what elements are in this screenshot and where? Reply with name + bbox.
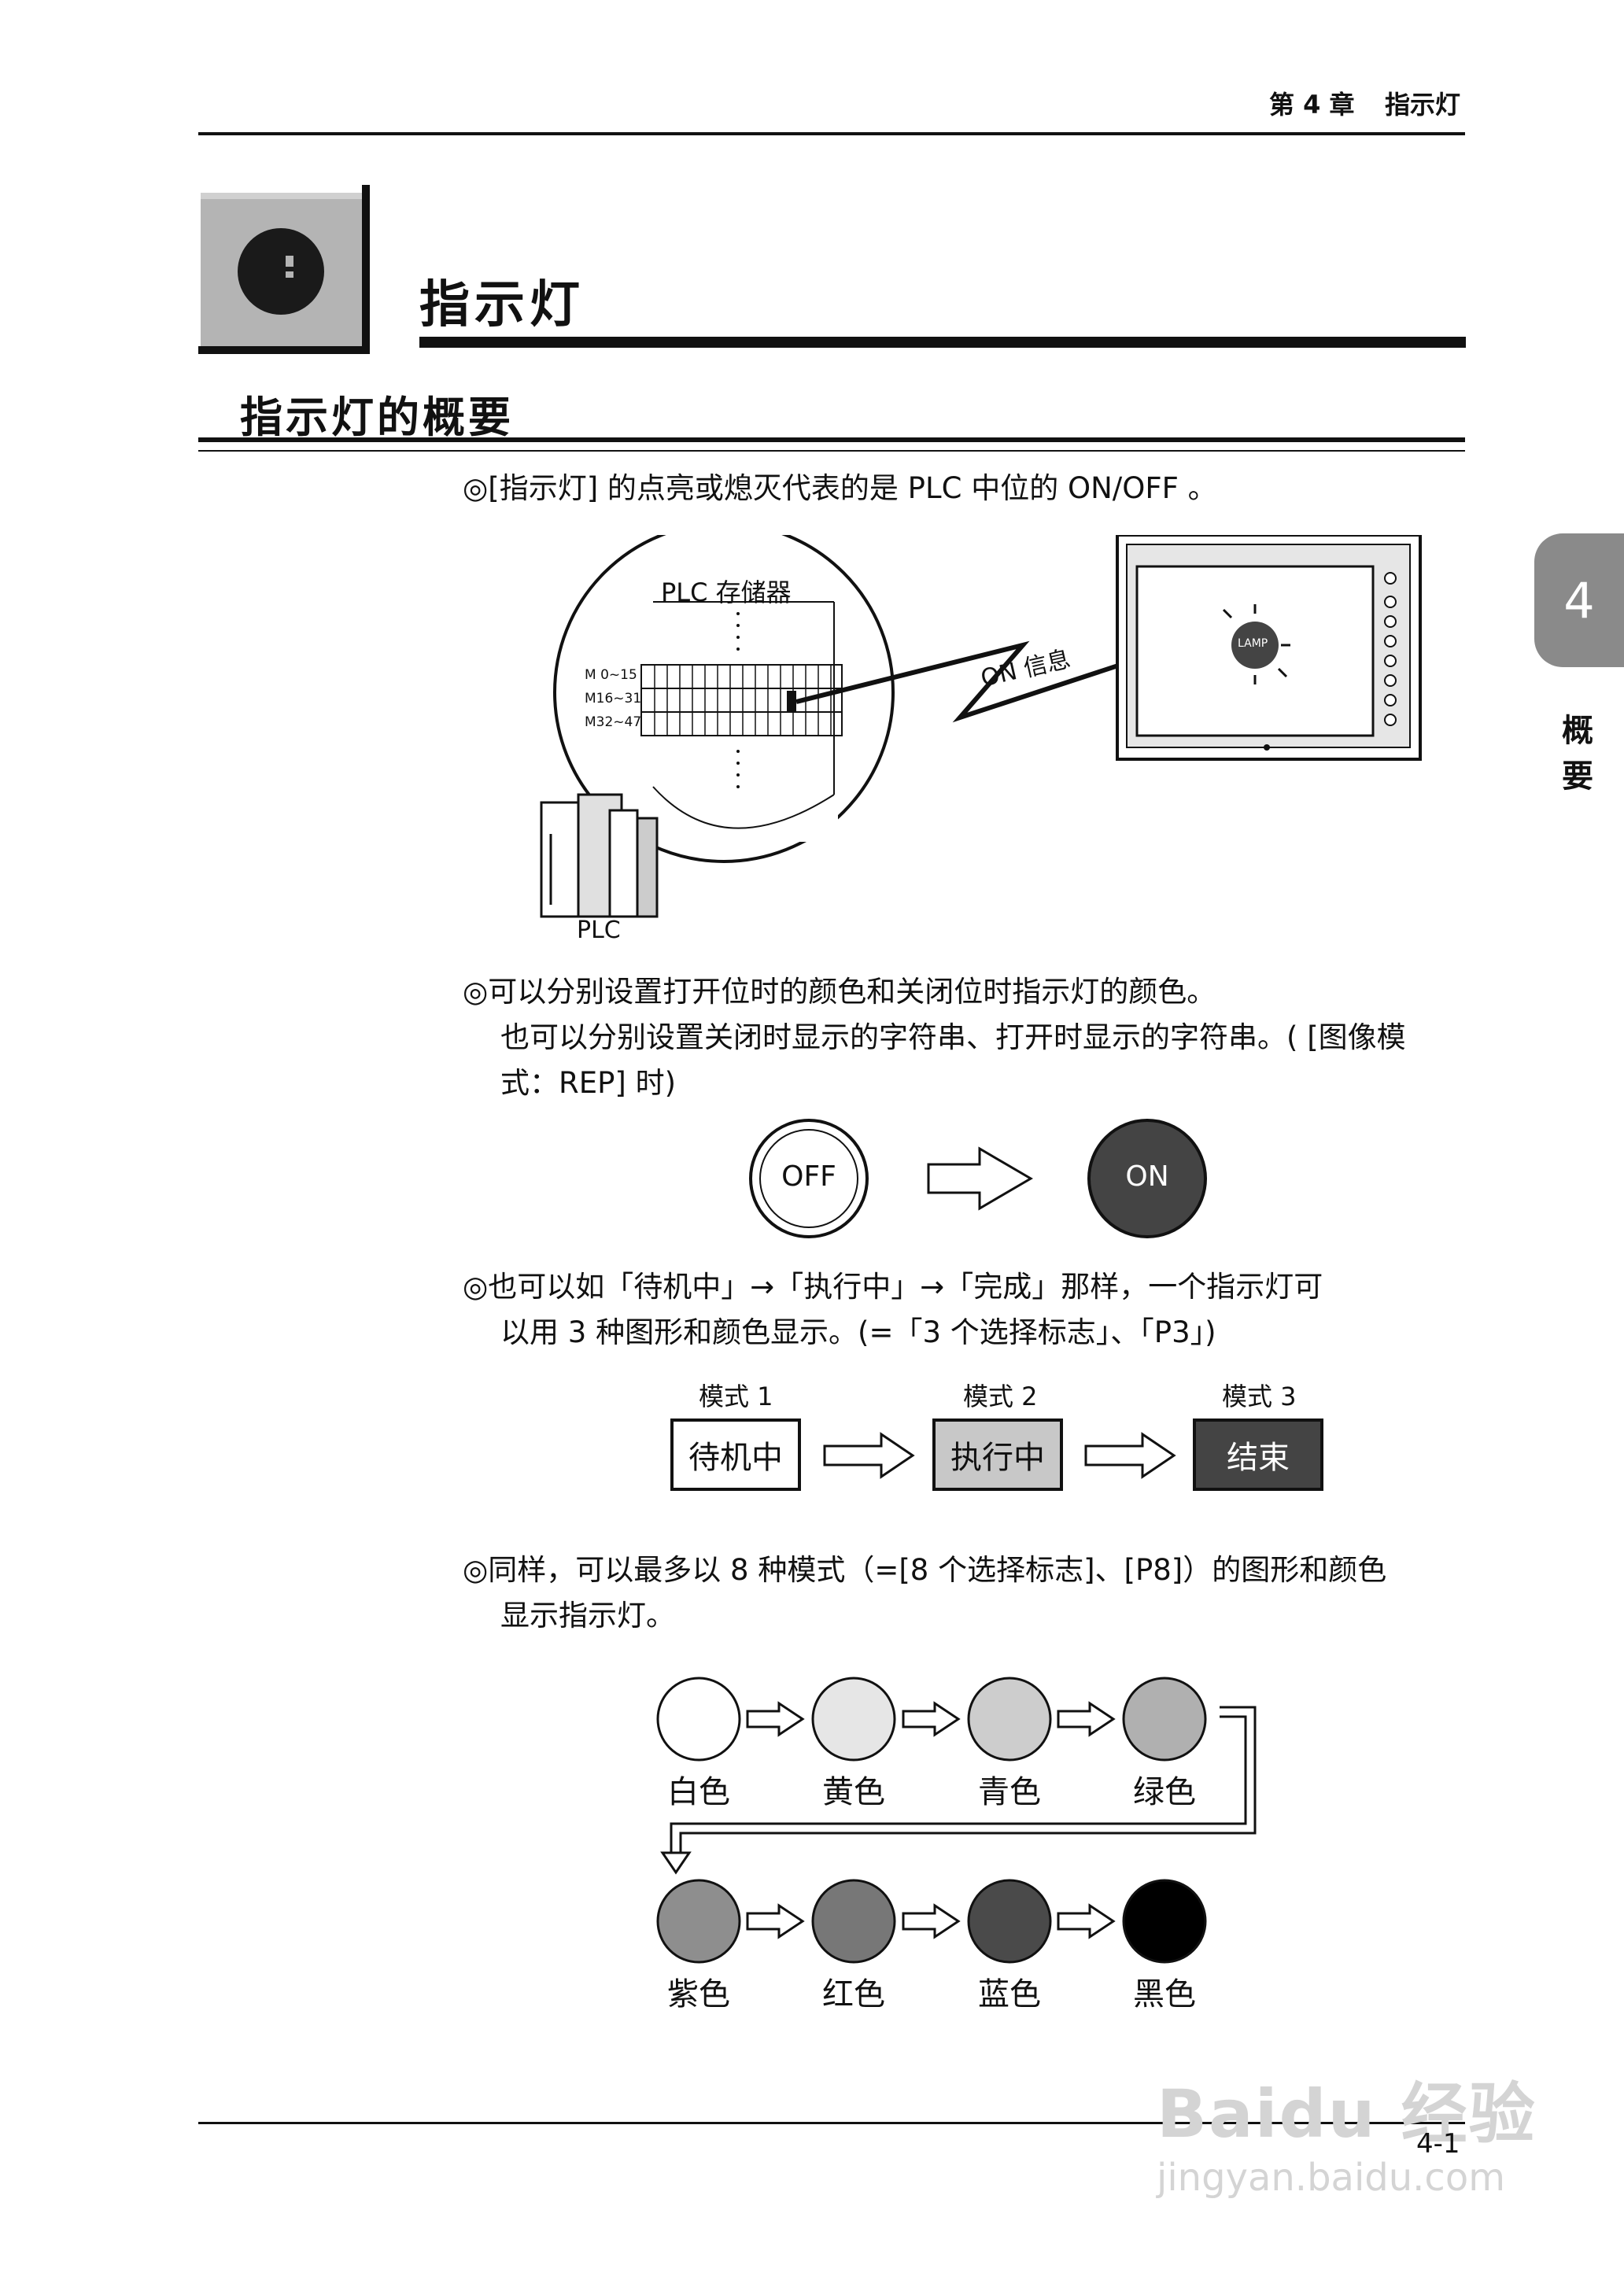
mode-label: 模式 1: [699, 1382, 773, 1411]
lamp-label: LAMP: [1238, 637, 1268, 650]
color-label: 青色: [978, 1774, 1041, 1810]
plc-label: PLC: [577, 917, 621, 944]
plc-lamp-diagram: PLC 存储器 M 0~15 M16~31 M32~47 PLC ON 信息 L…: [519, 522, 1424, 952]
color-swatch: [811, 1677, 896, 1762]
footer-rule: [198, 2122, 1465, 2124]
color-swatch: [967, 1677, 1052, 1762]
color-label: 黑色: [1133, 1976, 1196, 2012]
color-label: 绿色: [1133, 1774, 1196, 1810]
color-swatch: [1122, 1879, 1207, 1964]
memory-row-label: M32~47: [585, 714, 642, 730]
color-label: 白色: [667, 1774, 730, 1810]
chapter-tab: 4: [1534, 533, 1624, 667]
chapter-title-rule: [419, 337, 1466, 348]
section-rule-thin: [198, 450, 1465, 452]
paragraph-4: ◎同样，可以最多以 8 种模式（=[8 个选择标志]、[P8]）的图形和颜色 显…: [463, 1553, 1387, 1632]
mode-label: 模式 3: [1222, 1382, 1297, 1411]
section-title: 指示灯的概要: [240, 393, 514, 442]
header-section: 指示灯: [1385, 90, 1461, 120]
paragraph-1: ◎[指示灯] 的点亮或熄灭代表的是 PLC 中位的 ON/OFF 。: [463, 471, 1217, 505]
plc-unit: [540, 793, 659, 918]
section-rule: [198, 437, 1465, 442]
header-rule: [198, 132, 1465, 135]
mode-box-done: 结束: [1193, 1419, 1323, 1491]
color-label: 紫色: [667, 1976, 730, 2012]
chapter-title: 指示灯: [419, 276, 585, 334]
watermark-url: jingyan.baidu.com: [1157, 2156, 1505, 2200]
color-swatch: [967, 1879, 1052, 1964]
icon-highlight: [201, 193, 362, 199]
off-label: OFF: [781, 1160, 836, 1193]
hmi-panel: [1116, 533, 1422, 761]
color-label: 黄色: [822, 1774, 885, 1810]
color-swatch: [1122, 1677, 1207, 1762]
color-label: 红色: [822, 1976, 885, 2012]
memory-row-label: M 0~15: [585, 667, 637, 683]
arrow-icon: [1083, 1432, 1178, 1482]
color-swatch: [656, 1677, 741, 1762]
page-number: 4-1: [1416, 2128, 1460, 2160]
chapter-tab-label: 概 要: [1562, 713, 1593, 795]
mode-box-standby: 待机中: [670, 1419, 801, 1491]
memory-row-label: M16~31: [585, 691, 642, 706]
mode-box-running: 执行中: [932, 1419, 1063, 1491]
mode-label: 模式 2: [963, 1382, 1038, 1411]
color-swatch: [811, 1879, 896, 1964]
icon-shadow: [198, 346, 370, 354]
on-label: ON: [1125, 1160, 1169, 1193]
arrow-icon: [822, 1432, 917, 1482]
header-chapter: 第 4 章: [1269, 90, 1355, 120]
lamp-chapter-icon: [201, 193, 362, 346]
color-sequence-diagram: [653, 1676, 1283, 2014]
color-swatch: [656, 1879, 741, 1964]
paragraph-2: ◎可以分别设置打开位时的颜色和关闭位时指示灯的颜色。 也可以分别设置关闭时显示的…: [463, 975, 1406, 1100]
memory-title: PLC 存储器: [661, 577, 792, 607]
color-label: 蓝色: [978, 1976, 1041, 2012]
watermark-logo: Baidu 经验: [1157, 2075, 1537, 2153]
on-off-diagram: OFF ON: [747, 1117, 1220, 1243]
icon-shadow: [362, 185, 370, 354]
paragraph-3: ◎也可以如「待机中」→「执行中」→「完成」那样，一个指示灯可 以用 3 种图形和…: [463, 1270, 1323, 1349]
memory-grid: [640, 598, 843, 842]
